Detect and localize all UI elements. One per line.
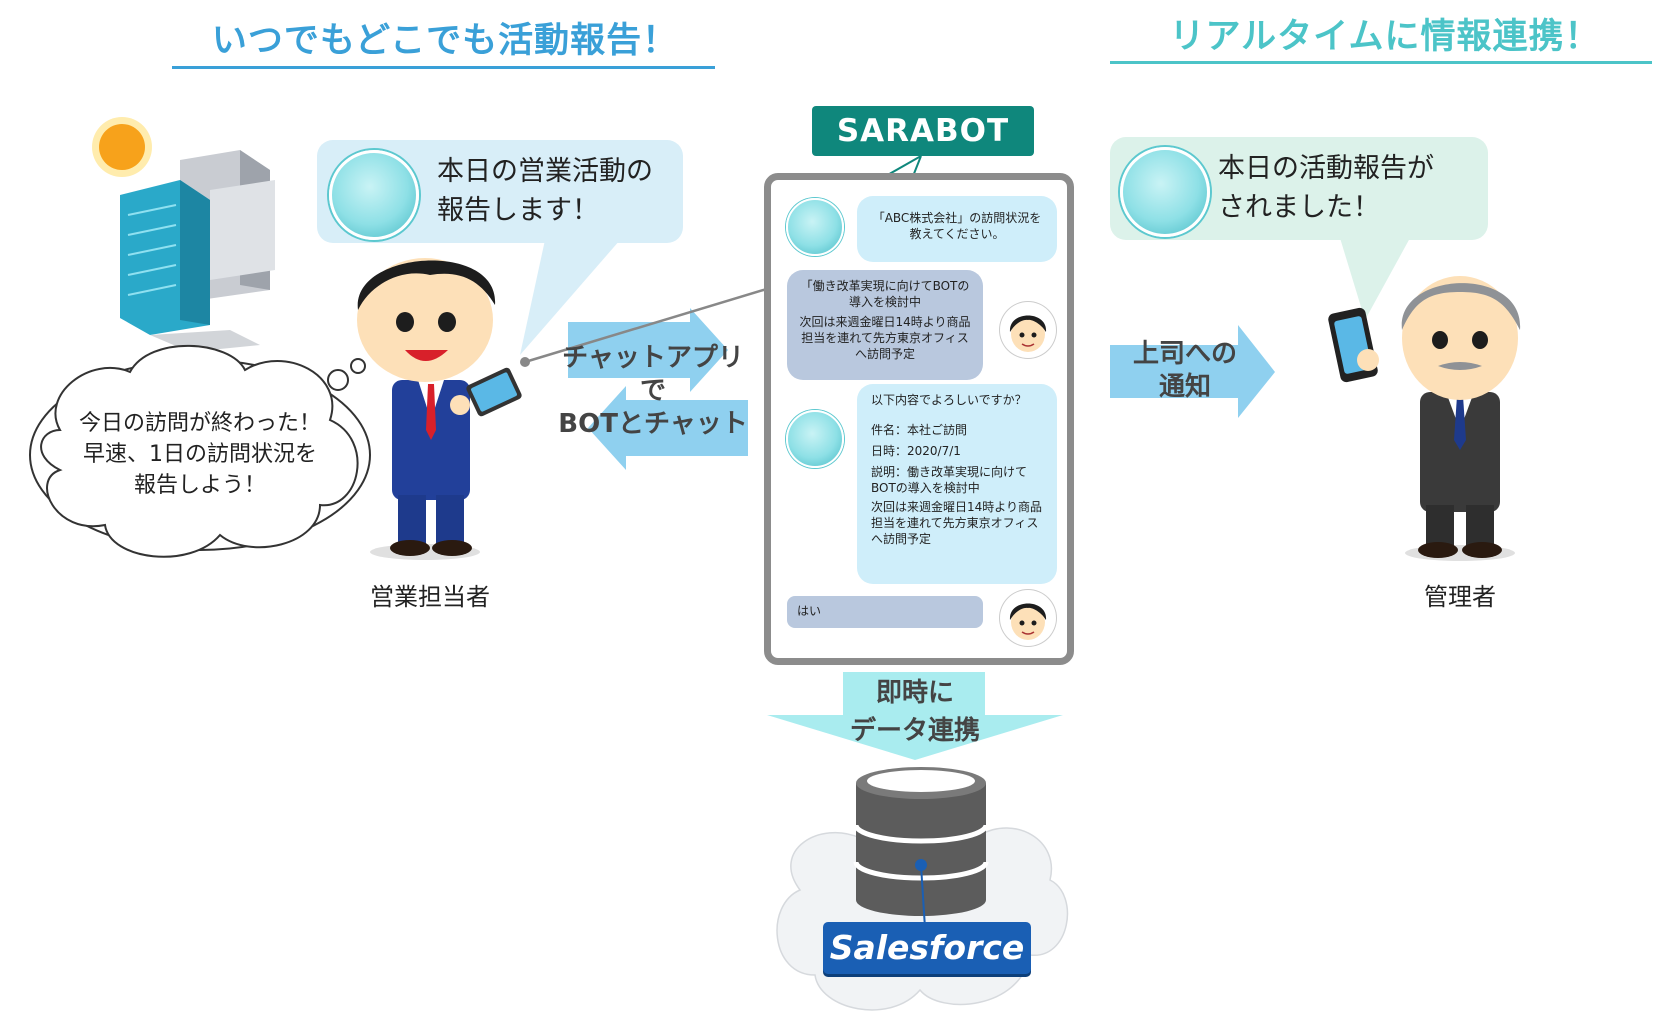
manager-illustration: [1328, 276, 1521, 561]
notify-label-line1: 上司への: [1132, 339, 1237, 369]
chat-bot2-desc: 説明：働き改革実現に向けてBOTの導入を検討中: [871, 465, 1028, 495]
label-manager: 管理者: [1424, 583, 1496, 611]
speech-bubble-sales: 本日の営業活動の 報告します！: [317, 140, 683, 243]
chatbot-avatar-icon: [329, 150, 419, 240]
heading-right: リアルタイムに情報連携！: [1169, 17, 1601, 57]
data-label-line1: 即時に: [875, 678, 954, 708]
speech-sales-line2: 報告します！: [437, 195, 599, 226]
user-face-icon: [1009, 603, 1047, 640]
chat-bot2-intro: 以下内容でよろしいですか？: [871, 393, 1027, 407]
heading-left-underline: [172, 66, 715, 69]
user-avatar-icon: [1000, 590, 1056, 646]
chat-label-line2: で: [639, 376, 666, 406]
speech-manager-line1: 本日の活動報告が: [1218, 153, 1434, 184]
thought-line2: 早速、1日の訪問状況を: [83, 442, 317, 467]
chatbot-avatar-icon: [786, 198, 844, 256]
speech-tail-right: [1340, 238, 1410, 320]
database-icon: [853, 767, 989, 916]
sun-icon: [92, 117, 152, 177]
chatbot-avatar-icon: [786, 410, 844, 468]
data-arrow-label: 即時に データ連携: [820, 674, 1010, 750]
chat-label-line3: BOTとチャット: [558, 409, 748, 439]
chat-user1-line1: 「働き改革実現に向けてBOTの導入を検討中: [800, 279, 970, 309]
notify-arrow-label: 上司への 通知: [1110, 338, 1260, 404]
heading-left: いつでもどこでも活動報告！: [211, 21, 679, 61]
chat-user1-line2: 次回は来週金曜日14時より商品担当を連れて先方東京オフィスへ訪問予定: [799, 315, 971, 361]
speech-tail-left: [520, 240, 620, 355]
chat-message-user-1: 「働き改革実現に向けてBOTの導入を検討中 次回は来週金曜日14時より商品担当を…: [787, 270, 983, 380]
arrow-right-chat: [568, 308, 728, 392]
chat-message-bot-1: 「ABC株式会社」の訪問状況を教えてください。: [857, 196, 1057, 262]
label-sales: 営業担当者: [370, 583, 490, 611]
chat-bot2-next: 次回は来週金曜日14時より商品担当を連れて先方東京オフィスへ訪問予定: [871, 500, 1043, 546]
speech-bubble-manager: 本日の活動報告が されました！: [1110, 137, 1488, 240]
chat-bot2-date: 日時：2020/7/1: [871, 444, 961, 458]
chatbot-avatar-icon: [1120, 147, 1210, 237]
user-face-icon: [1009, 315, 1047, 352]
office-building-icon: [120, 150, 275, 352]
user-avatar-icon: [1000, 302, 1056, 358]
speech-sales-line1: 本日の営業活動の: [437, 156, 653, 187]
heading-right-underline: [1110, 61, 1652, 64]
chat-label-line1: チャットアプリ: [562, 343, 744, 373]
chat-message-user-2: はい: [787, 596, 983, 628]
arrow-notify: [1110, 325, 1275, 418]
chat-bot2-subject: 件名：本社ご訪問: [871, 423, 968, 437]
sales-person-illustration: [357, 258, 522, 560]
thought-line3: 報告しよう！: [133, 473, 266, 498]
speech-manager-line2: されました！: [1218, 192, 1380, 223]
chat-message-bot-2: 以下内容でよろしいですか？ 件名：本社ご訪問 日時：2020/7/1 説明：働き…: [857, 384, 1057, 584]
arrow-left-chat: [588, 386, 748, 470]
thought-line1: 今日の訪問が終わった！: [78, 411, 321, 436]
notify-label-line2: 通知: [1158, 372, 1211, 402]
data-label-line2: データ連携: [849, 716, 980, 746]
chat-arrow-label: チャットアプリ で BOTとチャット: [548, 342, 758, 441]
sarabot-badge: SARABOT: [812, 106, 1034, 156]
arrow-data-down: [767, 672, 1063, 760]
salesforce-badge: Salesforce: [823, 922, 1031, 974]
thought-text: 今日の訪問が終わった！ 早速、1日の訪問状況を 報告しよう！: [40, 408, 360, 501]
